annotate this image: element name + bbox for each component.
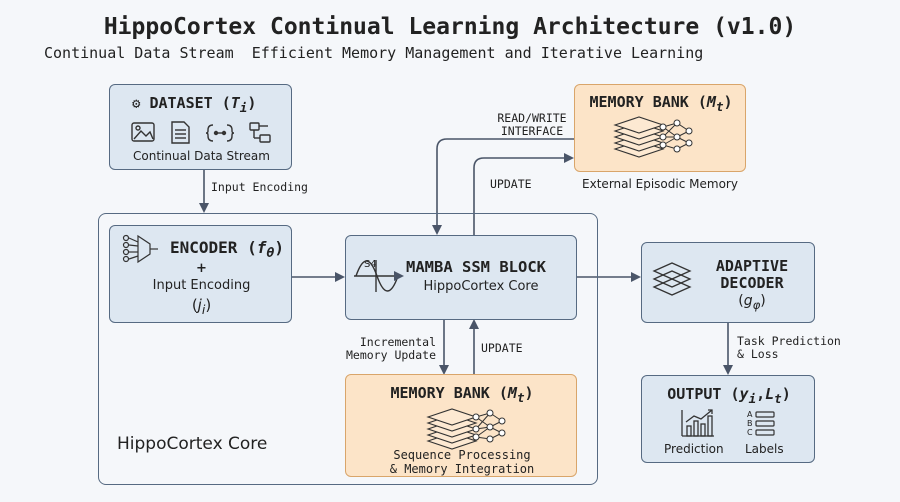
encoder-box[interactable]: ENCODER (fθ) + Input Encoding (ji) xyxy=(109,225,292,323)
output-symbol2: L xyxy=(765,385,775,403)
code-icon xyxy=(205,124,235,142)
gears-icon: ⚙ xyxy=(132,96,141,112)
abc-a: A xyxy=(747,410,753,419)
memory-top-sub: t xyxy=(715,99,724,114)
s4-label: S4 xyxy=(364,259,377,270)
decoder-symbol: (gφ) xyxy=(738,293,766,312)
memory-bottom-caption2: & Memory Integration xyxy=(389,462,535,476)
neural-net-icon-bottom xyxy=(472,409,506,443)
label-read-write-1: READ/WRITE xyxy=(497,111,567,125)
page-subtitle: Continual Data Stream Efficient Memory M… xyxy=(44,44,703,62)
memory-bottom-caption1: Sequence Processing xyxy=(393,448,531,462)
dataset-box[interactable]: ⚙ DATASET (Ti) Continual Data Stream xyxy=(109,84,292,170)
mamba-title: MAMBA SSM BLOCK xyxy=(406,258,546,276)
stack-icon xyxy=(613,116,665,158)
encoder-symbol2-letter: j xyxy=(197,296,202,314)
arrow-update-top xyxy=(473,153,574,236)
dataset-caption: Continual Data Stream xyxy=(133,149,270,163)
encoder-icon xyxy=(122,234,158,264)
label-task-1: Task Prediction xyxy=(737,334,841,348)
subtitle-part1: Continual Data Stream xyxy=(44,44,234,62)
memory-bottom-title: MEMORY BANK (Mt) xyxy=(390,384,534,405)
memory-bank-top[interactable]: MEMORY BANK (Mt) xyxy=(574,84,746,172)
abc-c: C xyxy=(747,428,753,437)
label-input-encoding: Input Encoding xyxy=(211,180,308,194)
mamba-caption: HippoCortex Core xyxy=(423,279,539,294)
label-incremental-1: Incremental xyxy=(359,335,436,349)
label-task-2: & Loss xyxy=(737,347,779,361)
dataset-title-text: DATASET xyxy=(149,94,213,112)
memory-top-symbol: M xyxy=(706,93,716,111)
memory-bank-bottom[interactable]: MEMORY BANK (Mt) Sequence Processing & M… xyxy=(345,374,577,477)
encoder-sub2: i xyxy=(201,302,206,317)
label-incremental-2: Memory Update xyxy=(345,348,436,362)
output-pred: Prediction xyxy=(664,442,724,456)
label-read-write-2: INTERFACE xyxy=(500,124,564,138)
arrow-readwrite xyxy=(432,138,574,235)
encoder-symbol: f xyxy=(256,238,267,257)
output-box[interactable]: OUTPUT (yi,Lt) A B C Prediction Labels xyxy=(641,375,815,463)
flow-icon xyxy=(249,122,271,143)
memory-bottom-title-text: MEMORY BANK xyxy=(390,384,490,402)
image-icon xyxy=(131,122,155,142)
neural-net-icon xyxy=(659,119,693,153)
label-update-bottom: UPDATE xyxy=(481,341,523,355)
bar-chart-icon xyxy=(681,409,714,437)
encoder-title-text: ENCODER xyxy=(170,238,238,257)
output-symbol: y xyxy=(739,385,749,403)
output-labels: Labels xyxy=(745,442,784,456)
output-sub2: t xyxy=(774,391,782,406)
dataset-icons xyxy=(131,121,271,144)
memory-bottom-sub: t xyxy=(516,390,525,405)
label-incremental: Incremental Memory Update xyxy=(344,336,436,362)
dataset-sub: i xyxy=(239,100,248,115)
encoder-line2: Input Encoding xyxy=(152,278,251,293)
memory-top-caption: External Episodic Memory xyxy=(582,177,738,191)
output-sub: i xyxy=(748,391,757,406)
label-update-top: UPDATE xyxy=(490,177,532,191)
label-task: Task Prediction & Loss xyxy=(737,335,841,361)
list-icon xyxy=(755,411,775,436)
encoder-sub: θ xyxy=(266,246,275,262)
dataset-symbol: T xyxy=(230,94,240,112)
label-read-write: READ/WRITE INTERFACE xyxy=(487,112,577,138)
dataset-title: ⚙ DATASET (Ti) xyxy=(132,94,257,115)
encoder-title: ENCODER (fθ) xyxy=(170,238,285,262)
memory-top-title-text: MEMORY BANK xyxy=(589,93,689,111)
encoder-symbol2: (ji) xyxy=(191,296,212,317)
decoder-title1: ADAPTIVE xyxy=(715,257,789,275)
decoder-sub: φ xyxy=(752,297,761,312)
layers-icon xyxy=(652,262,692,296)
decoder-title2: DECODER xyxy=(720,274,784,292)
subtitle-part2: Efficient Memory Management and Iterativ… xyxy=(251,44,704,62)
stack-icon-bottom xyxy=(426,408,478,450)
mamba-box[interactable]: S4 MAMBA SSM BLOCK HippoCortex Core xyxy=(345,235,577,320)
decoder-box[interactable]: ADAPTIVE DECODER (gφ) xyxy=(641,242,815,323)
wave-icon: S4 xyxy=(354,259,404,292)
decoder-symbol-letter: g xyxy=(743,293,753,309)
page-title: HippoCortex Continual Learning Architect… xyxy=(103,14,797,40)
memory-top-title: MEMORY BANK (Mt) xyxy=(589,93,733,114)
abc-b: B xyxy=(747,419,753,428)
memory-bottom-symbol: M xyxy=(507,384,517,402)
encoder-plus: + xyxy=(196,261,207,276)
output-title: OUTPUT (yi,Lt) xyxy=(667,385,791,406)
core-container xyxy=(98,213,598,485)
output-title-text: OUTPUT xyxy=(667,385,722,403)
document-icon xyxy=(171,121,190,144)
core-label: HippoCortex Core xyxy=(117,434,268,454)
